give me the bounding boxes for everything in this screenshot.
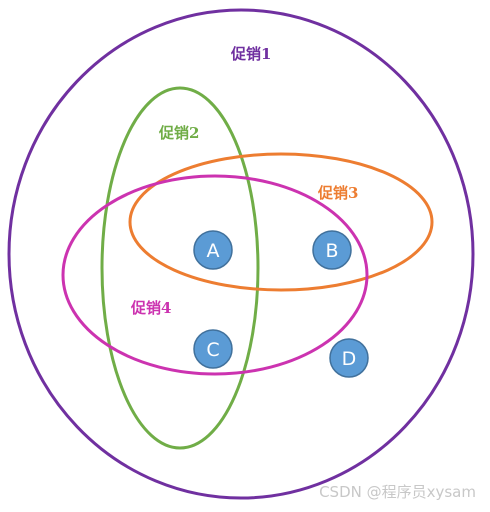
promo3-ellipse [128, 152, 434, 292]
promo2-label: 促销2 [158, 124, 199, 142]
node-a-circle [193, 230, 233, 270]
node-c-label: C [206, 339, 219, 361]
node-d-circle [329, 338, 369, 378]
promo4-ellipse [61, 174, 369, 376]
node-b: B [312, 230, 352, 270]
node-d-label: D [342, 348, 357, 370]
promo1-label: 促销1 [230, 45, 271, 63]
promo3-label: 促销3 [317, 184, 358, 202]
node-a-label: A [207, 240, 220, 262]
promo4-label: 促销4 [130, 299, 171, 317]
promo2-ellipse [100, 86, 260, 450]
node-c: C [193, 329, 233, 369]
node-b-circle [312, 230, 352, 270]
node-d: D [329, 338, 369, 378]
node-b-label: B [325, 240, 338, 262]
promo1-ellipse [7, 8, 475, 500]
csdn-watermark: CSDN @程序员xysam [319, 483, 476, 501]
node-c-circle [193, 329, 233, 369]
node-a: A [193, 230, 233, 270]
